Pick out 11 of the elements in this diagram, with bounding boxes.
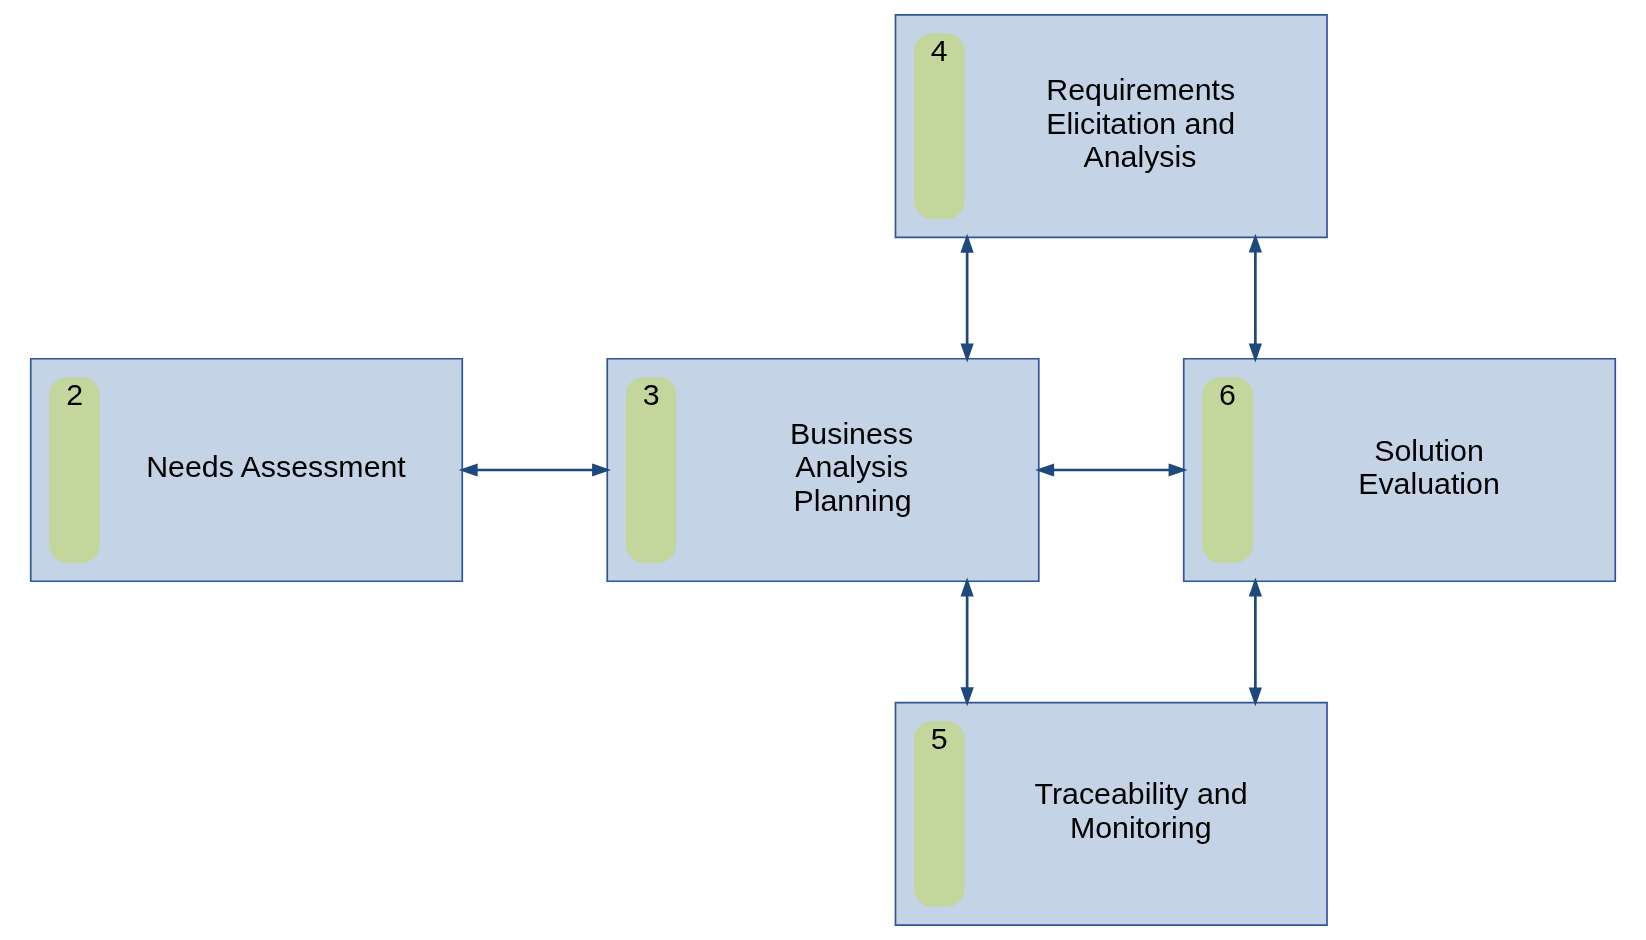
node-box: 4 Requirements Elicitation and Analysis <box>894 14 1328 239</box>
arrow <box>1035 463 1188 477</box>
arrow <box>1248 577 1262 707</box>
node-box: 6 Solution Evaluation <box>1182 357 1617 583</box>
node-box: 5 Traceability and Monitoring <box>894 701 1328 926</box>
arrow <box>960 233 974 363</box>
node-box: 3 Business Analysis Planning <box>606 357 1040 583</box>
arrow <box>1248 233 1262 363</box>
arrow <box>458 463 611 477</box>
node-box: 2 Needs Assessment <box>29 357 464 583</box>
arrow <box>960 577 974 707</box>
